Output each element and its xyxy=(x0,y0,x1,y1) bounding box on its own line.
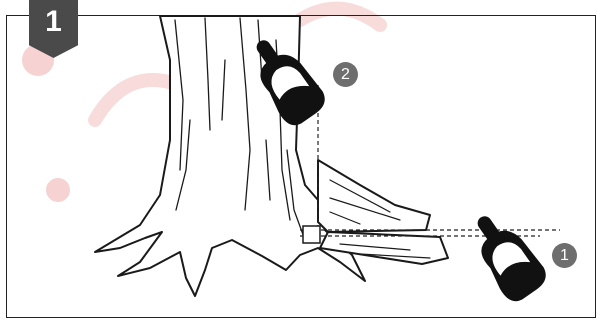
cut-outline xyxy=(303,226,320,243)
cut-marker-2: 2 xyxy=(333,62,358,87)
cut-marker-1-label: 1 xyxy=(560,248,569,264)
step-number: 1 xyxy=(45,7,62,37)
felling-notch-wedge xyxy=(318,160,448,264)
chainsaw-icon xyxy=(460,204,552,306)
cut-marker-1: 1 xyxy=(552,243,577,268)
tree-trunk xyxy=(95,16,365,296)
cut-marker-2-label: 2 xyxy=(341,67,350,83)
